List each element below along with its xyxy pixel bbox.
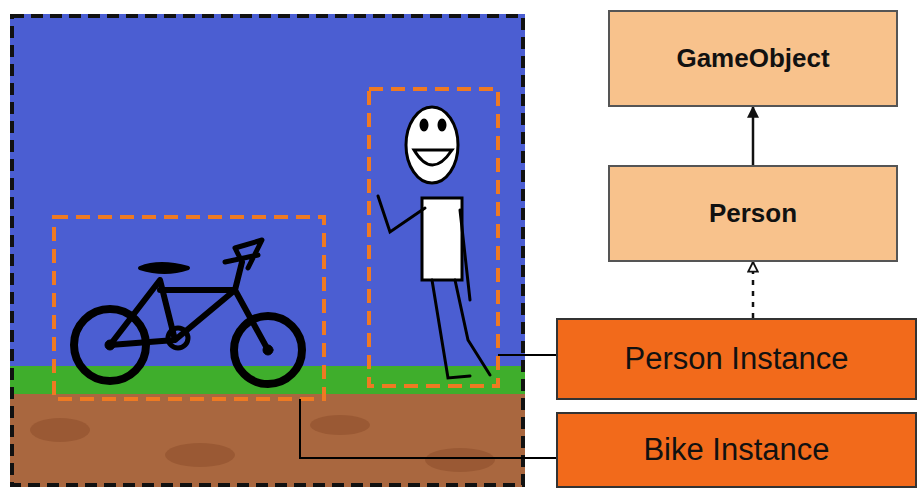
class-box: Person <box>608 165 898 262</box>
inheritance-arrow <box>752 107 755 165</box>
instance-box: Bike Instance <box>556 412 917 488</box>
dirt-spot <box>425 448 495 472</box>
stick-figure <box>378 107 490 378</box>
eye <box>421 120 427 130</box>
torso <box>422 198 462 280</box>
box-label: Person <box>709 198 797 229</box>
bike <box>74 240 302 384</box>
arm <box>378 196 425 232</box>
instance-box: Person Instance <box>556 318 917 400</box>
leader-line <box>300 399 556 458</box>
inheritance-arrow <box>752 262 755 318</box>
dirt-spot <box>165 443 235 467</box>
bike-bounding-box <box>54 217 324 399</box>
box-label: Bike Instance <box>643 432 829 468</box>
eye <box>439 120 445 130</box>
dirt-texture <box>30 415 495 472</box>
box-label: GameObject <box>676 43 829 74</box>
dirt-spot <box>30 418 90 442</box>
bike-pedal <box>168 328 188 348</box>
dirt <box>10 394 525 487</box>
bike-handlebar <box>225 240 262 268</box>
arm <box>460 210 470 300</box>
leader-line <box>498 354 556 356</box>
legs <box>432 280 490 378</box>
box-label: Person Instance <box>624 341 848 377</box>
sky <box>10 14 525 487</box>
dirt-spot <box>310 415 370 435</box>
person-bounding-box <box>369 89 498 386</box>
smile <box>414 150 452 165</box>
class-box: GameObject <box>608 10 898 107</box>
head <box>406 107 458 183</box>
bike-seat <box>140 264 188 272</box>
bike-frame <box>110 262 268 350</box>
scene-border <box>12 16 523 485</box>
